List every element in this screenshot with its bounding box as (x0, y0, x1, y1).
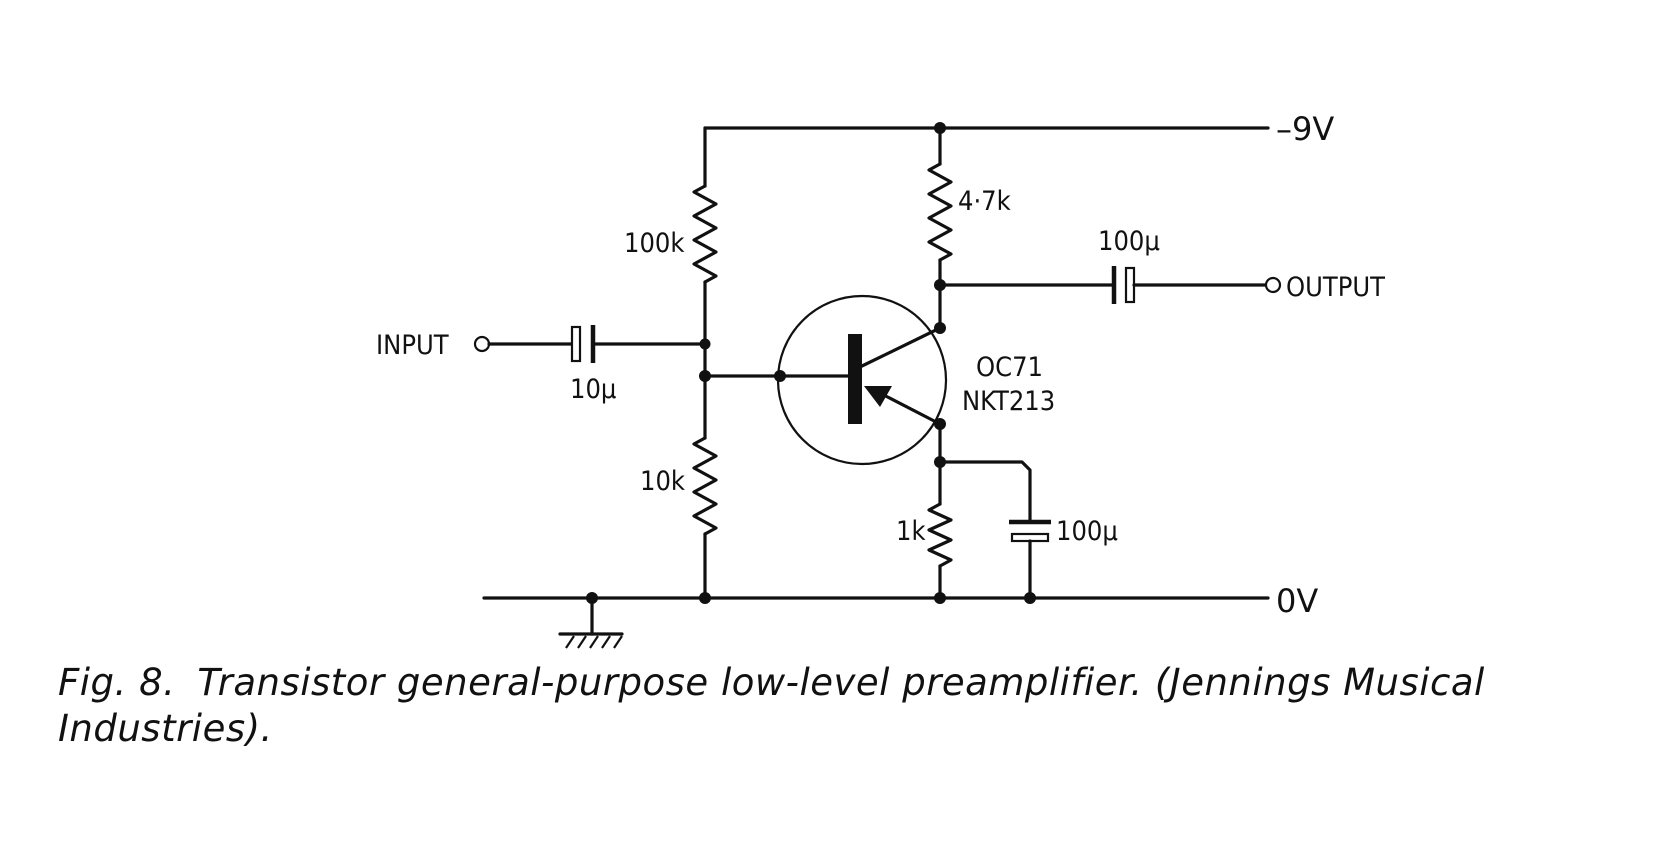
capacitor-output-100u (1111, 266, 1136, 304)
resistor-1k (927, 502, 953, 568)
resistor-1k-label: 1k (896, 516, 926, 547)
resistor-100k (692, 184, 718, 284)
emitter-branch (927, 422, 1051, 600)
figure-caption: Fig. 8.Transistor general-purpose low-le… (58, 660, 1598, 752)
input-label: INPUT (376, 330, 449, 361)
emitter-arrow (864, 386, 892, 407)
transistor-oc71 (776, 294, 948, 466)
capacitor-emitter-100u-label: 100µ (1056, 516, 1118, 547)
collector-branch (927, 126, 1282, 330)
input-terminal[interactable] (473, 335, 491, 353)
resistor-4k7 (927, 162, 953, 262)
capacitor-emitter-100u (1009, 519, 1051, 543)
supply-ground-label: 0V (1276, 582, 1318, 620)
output-label: OUTPUT (1286, 272, 1385, 303)
transistor-base-bar (848, 334, 862, 424)
transistor-type-1: OC71 (976, 352, 1043, 383)
capacitor-10u-label: 10µ (570, 374, 616, 405)
figure-number: Fig. 8. (58, 661, 176, 704)
supply-negative-label: –9V (1276, 110, 1334, 148)
resistor-10k-label: 10k (640, 466, 685, 497)
bias-divider-left-branch (692, 126, 718, 600)
transistor-type-2: NKT213 (962, 386, 1055, 417)
resistor-4k7-label: 4·7k (958, 186, 1011, 217)
resistor-10k (692, 436, 718, 536)
caption-text: Transistor general-purpose low-level pre… (58, 661, 1485, 750)
capacitor-output-100u-label: 100µ (1098, 226, 1160, 257)
input-path (473, 325, 782, 378)
ground-symbol (558, 596, 624, 649)
capacitor-10u (570, 325, 596, 363)
resistor-100k-label: 100k (624, 228, 684, 259)
junction-dots (586, 122, 1036, 604)
output-terminal[interactable] (1264, 276, 1282, 294)
